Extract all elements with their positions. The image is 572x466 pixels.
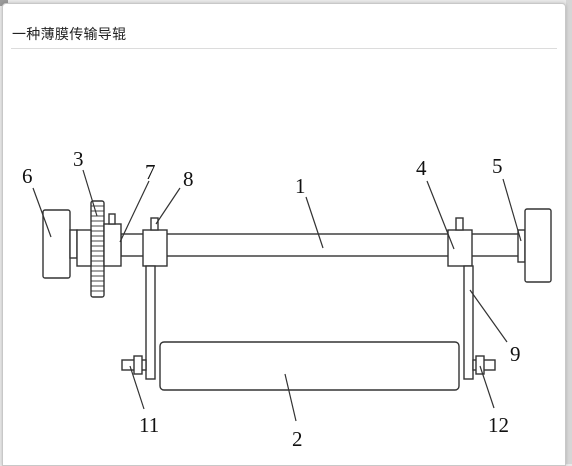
leader-2: [284, 373, 297, 422]
left-wheel: [42, 209, 71, 279]
label-3: 3: [73, 147, 84, 171]
label-7: 7: [145, 160, 156, 184]
leader-12: [479, 365, 495, 409]
left-nut: [133, 355, 143, 375]
left-wheel-hub: [69, 229, 78, 259]
label-12: 12: [488, 413, 509, 437]
right-arm: [463, 265, 474, 380]
image-viewer-window: 一种薄膜传输导辊: [2, 3, 566, 466]
scrollbar[interactable]: [566, 0, 572, 464]
leader-9: [469, 289, 508, 343]
label-5: 5: [492, 154, 503, 178]
gear-teeth: [91, 205, 104, 292]
left-screw: [150, 217, 159, 231]
right-wheel: [524, 208, 552, 283]
leader-4: [426, 180, 455, 250]
label-11: 11: [139, 413, 159, 437]
leader-11: [129, 365, 145, 410]
right-screw: [455, 217, 464, 231]
label-1: 1: [295, 174, 306, 198]
left-collar-pin: [108, 213, 116, 225]
leader-3: [82, 169, 98, 217]
title-divider: [11, 48, 557, 49]
left-bracket-block: [142, 229, 168, 267]
patent-drawing: 1 2 3 4 5 6 7 8 9 11 12: [22, 147, 552, 451]
leader-7: [119, 180, 150, 243]
leader-8: [155, 187, 181, 225]
gear-left-hub: [76, 229, 92, 267]
leader-6: [32, 187, 52, 238]
roller: [159, 341, 460, 391]
leader-5: [502, 178, 522, 242]
label-2: 2: [292, 427, 303, 451]
right-nut: [475, 355, 485, 375]
label-9: 9: [510, 342, 521, 366]
left-arm: [145, 265, 156, 380]
leader-1: [305, 196, 324, 249]
label-6: 6: [22, 164, 33, 188]
label-8: 8: [183, 167, 194, 191]
window-title: 一种薄膜传输导辊: [12, 27, 127, 43]
gear: [90, 200, 105, 298]
right-bracket-block: [447, 229, 473, 267]
label-4: 4: [416, 156, 427, 180]
left-collar: [103, 223, 122, 267]
